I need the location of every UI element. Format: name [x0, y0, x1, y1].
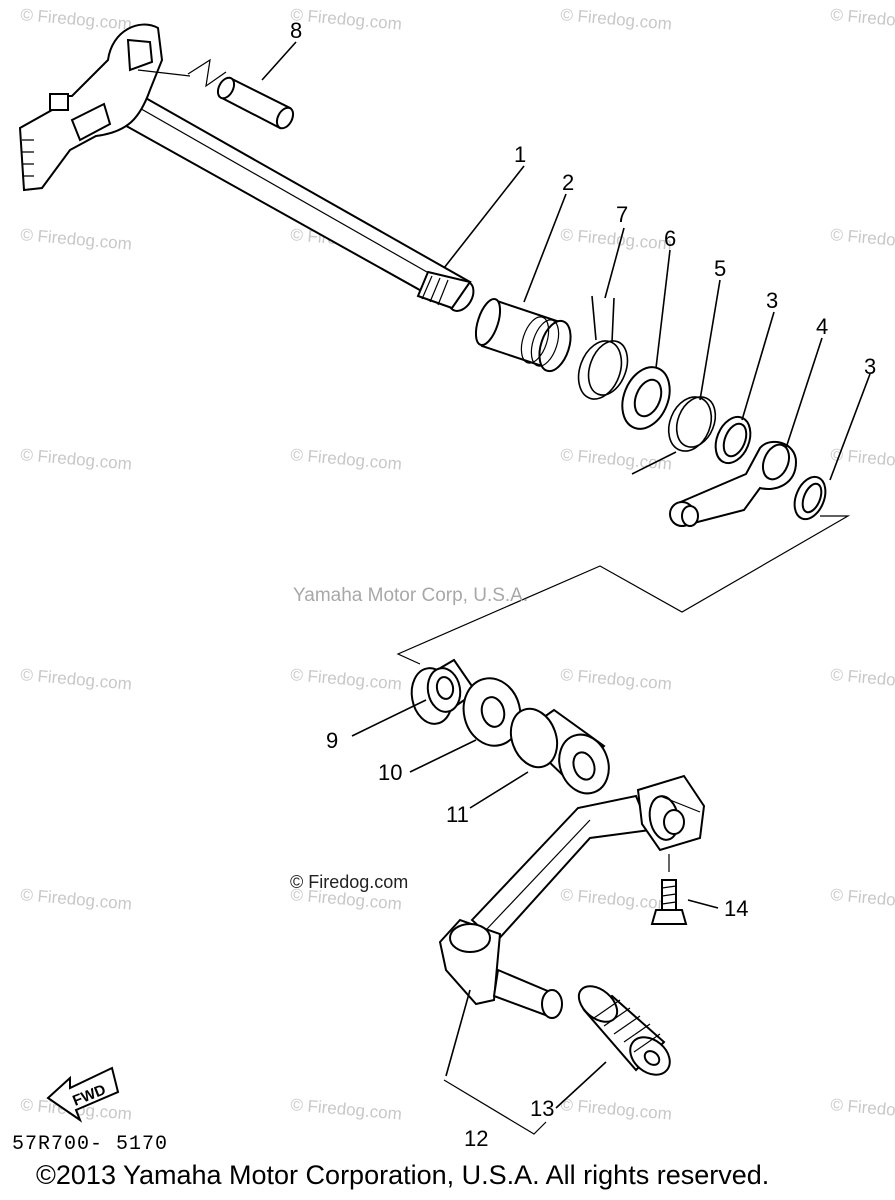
callout-3b: 3 [864, 354, 876, 379]
collar-part [474, 297, 572, 373]
shift-pedal-part [438, 774, 706, 1019]
callout-1: 1 [514, 142, 526, 167]
callout-7: 7 [616, 202, 628, 227]
watermark-text: © Firedog.com [290, 5, 403, 34]
group-bracket-lower [443, 1079, 547, 1135]
part-code: 57R700- 5170 [12, 1133, 169, 1156]
pedal-rubber-part [577, 985, 671, 1076]
pin-part [137, 58, 295, 130]
callout-13: 13 [530, 1096, 554, 1121]
collar-11-part [509, 707, 610, 795]
center-watermark: Yamaha Motor Corp, U.S.A. [293, 585, 529, 606]
stopper-lever-part [669, 440, 798, 527]
callout-8: 8 [290, 18, 302, 43]
callout-6: 6 [664, 226, 676, 251]
watermark-text: © Firedog.com [830, 225, 895, 254]
watermark-text: © Firedog.com [560, 445, 673, 474]
group-bracket-upper [396, 515, 851, 665]
watermark-text: © Firedog.com [290, 1095, 403, 1124]
watermark-text: © Firedog.com [560, 5, 673, 34]
firedog-label: © Firedog.com [290, 872, 409, 892]
watermark-text: © Firedog.com [20, 225, 133, 254]
watermark-text: © Firedog.com [830, 1095, 895, 1124]
callout-14: 14 [724, 896, 748, 921]
callout-3: 3 [766, 288, 778, 313]
watermark-text: © Firedog.com [830, 665, 895, 694]
watermark-text: © Firedog.com [830, 885, 895, 914]
washer-6-part [621, 366, 671, 430]
watermark-text: © Firedog.com [290, 445, 403, 474]
washer-10-part [462, 677, 522, 747]
copyright-notice: ©2013 Yamaha Motor Corporation, U.S.A. A… [36, 1160, 770, 1190]
shift-shaft-part [18, 23, 475, 312]
circlip-3-part [714, 415, 752, 465]
watermark-text: © Firedog.com [560, 1095, 673, 1124]
callout-2: 2 [562, 170, 574, 195]
watermark-text: © Firedog.com [20, 5, 133, 34]
bearing-part [410, 658, 478, 725]
bolt-part [650, 854, 688, 925]
watermark-text: © Firedog.com [830, 5, 895, 34]
callout-9: 9 [326, 728, 338, 753]
callout-5: 5 [714, 256, 726, 281]
watermark-text: © Firedog.com [20, 665, 133, 694]
watermark-text: © Firedog.com [20, 885, 133, 914]
callout-numbers: 1 2 3 4 5 6 7 8 9 10 11 12 13 14 3 [290, 18, 876, 1151]
leader-lines [261, 41, 871, 1109]
torsion-spring-part [577, 295, 629, 400]
watermark-text: © Firedog.com [560, 225, 673, 254]
callout-12: 12 [464, 1126, 488, 1151]
watermark-text: © Firedog.com [290, 665, 403, 694]
callout-4: 4 [816, 314, 828, 339]
callout-10: 10 [378, 760, 402, 785]
watermark-text: © Firedog.com [20, 445, 133, 474]
watermark-text: © Firedog.com [560, 665, 673, 694]
callout-11: 11 [446, 802, 469, 827]
watermark-text: © Firedog.com [830, 445, 895, 474]
circlip-3b-part [793, 475, 827, 521]
fwd-arrow-icon: FWD [46, 1066, 120, 1123]
